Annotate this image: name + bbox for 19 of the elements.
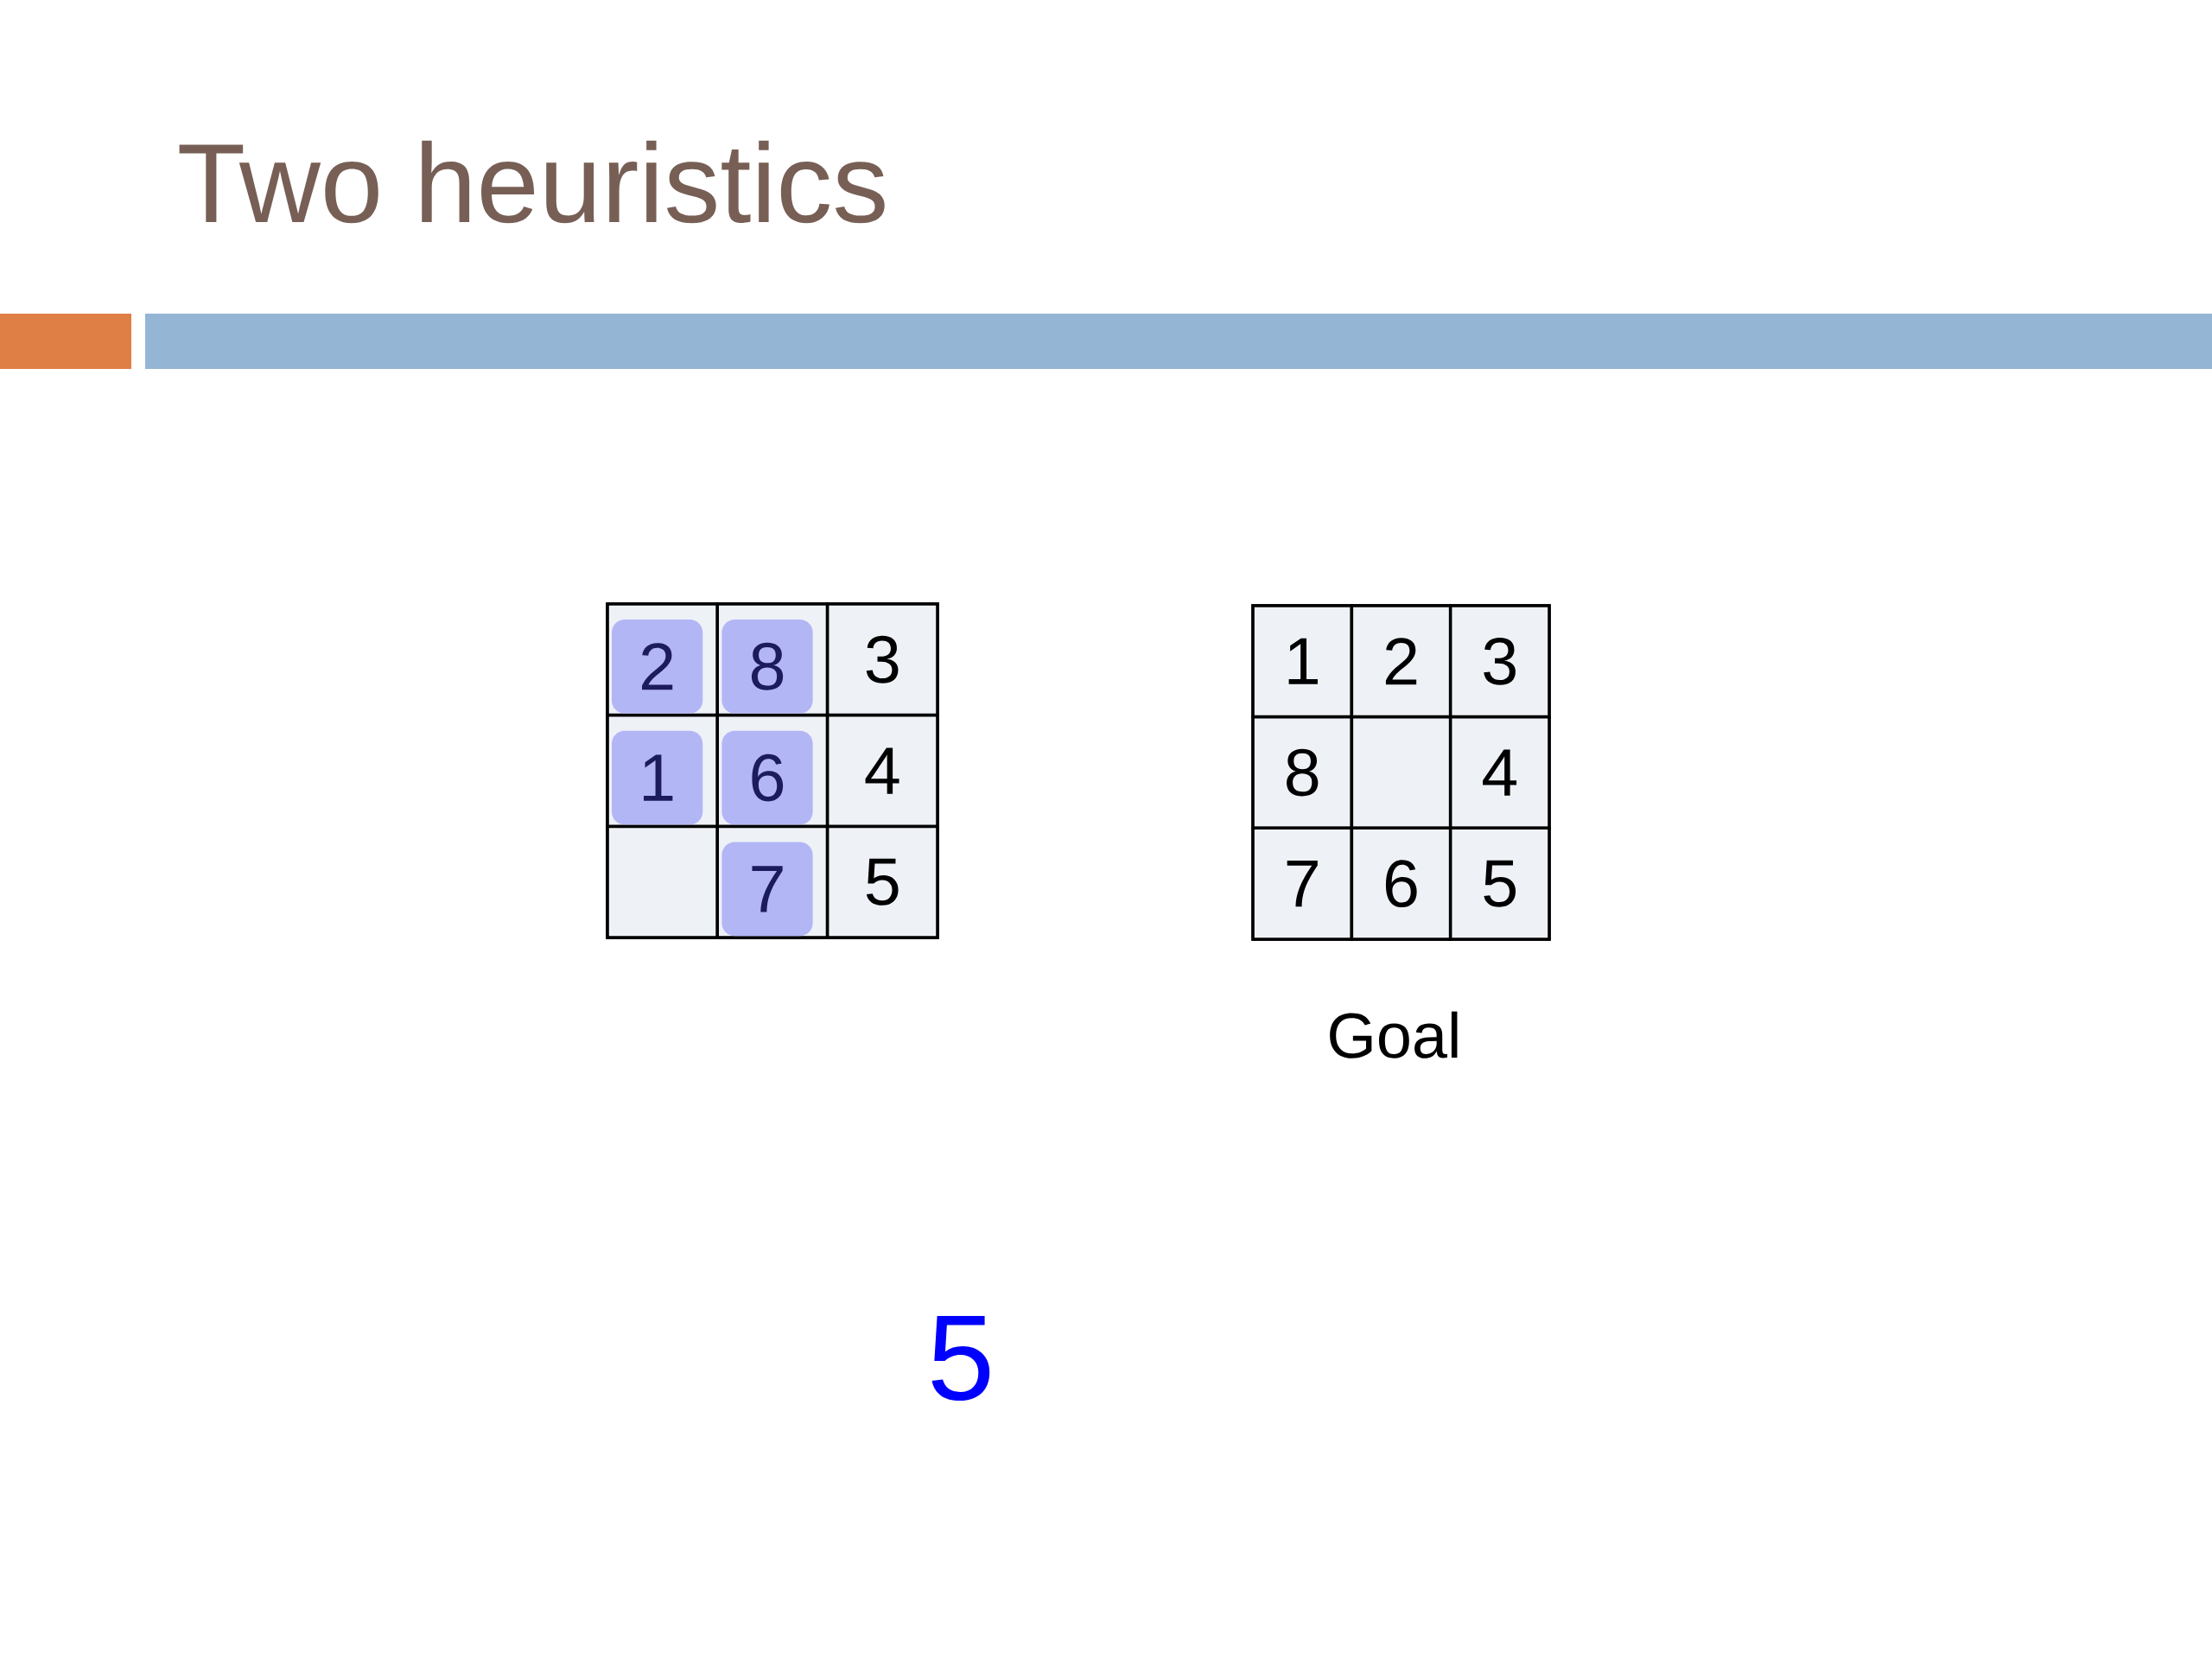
grid-cell: 3 (1448, 604, 1551, 719)
grid-caption: Goal (1330, 1011, 1458, 1058)
grid-cell: 4 (1448, 715, 1551, 830)
number-tile: 6 (721, 730, 813, 825)
number-tile: 2 (611, 619, 703, 714)
number-tile: 8 (721, 619, 813, 714)
grid-cell: 3 (825, 602, 939, 717)
grid-cell: 5 (825, 824, 939, 939)
result-number: 5 (931, 1315, 990, 1402)
number-tile: 7 (721, 842, 813, 937)
grid-cell: 6 (1350, 826, 1452, 941)
number-tile: 1 (611, 730, 703, 825)
slide-title: Two heuristics (179, 140, 885, 224)
grid-cell: 8 (1251, 715, 1354, 830)
grid-cell: 2 (1350, 604, 1452, 719)
grid-cell: 5 (1448, 826, 1551, 941)
grid-cell: 1 (1251, 604, 1354, 719)
grid-cell: 4 (825, 713, 939, 829)
grid-cell: 7 (1251, 826, 1354, 941)
